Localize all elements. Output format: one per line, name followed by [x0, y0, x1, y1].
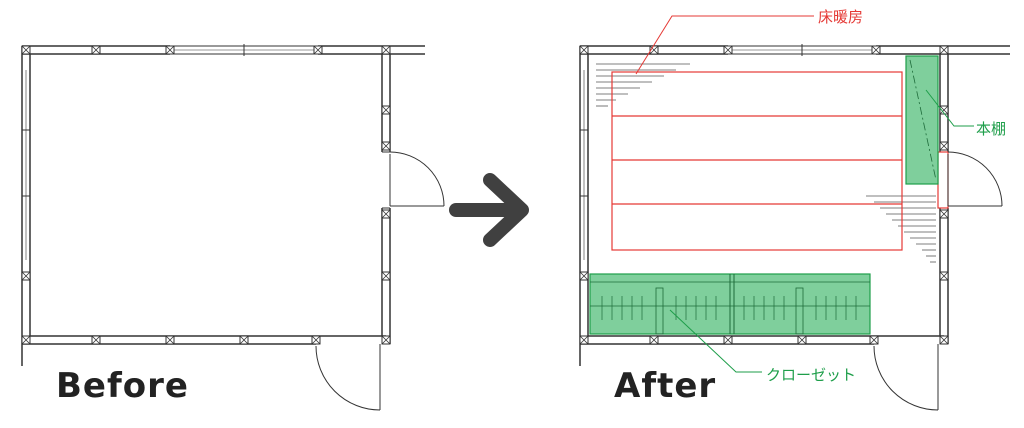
after-right-wall [939, 54, 949, 344]
before-floor-plan [21, 44, 445, 411]
before-right-door [389, 151, 445, 207]
after-floor-plan [579, 15, 1010, 411]
arrow-icon [449, 173, 529, 247]
bookshelf-label: 本棚 [976, 120, 1007, 138]
before-columns [21, 45, 391, 345]
after-bottom-door [873, 344, 939, 411]
hatch-lines-top-left [596, 63, 690, 107]
after-right-door [947, 151, 1003, 207]
after-caption: After [614, 366, 717, 406]
before-bottom-door [315, 344, 381, 411]
before-bottom-wall [22, 335, 386, 345]
closet-label: クローゼット [766, 366, 857, 384]
floor-heating-area [611, 71, 949, 251]
bookshelf-leader-line [925, 89, 974, 127]
closet [589, 273, 871, 335]
closet-leader-line [669, 309, 762, 373]
before-caption: Before [56, 366, 189, 406]
bookshelf [905, 55, 939, 185]
before-left-wall [21, 46, 31, 366]
before-right-wall [381, 54, 391, 344]
before-top-wall [22, 44, 425, 56]
hatch-lines-right [866, 195, 936, 263]
after-bottom-wall [580, 335, 944, 345]
floor-heating-label: 床暖房 [818, 8, 864, 26]
floor-heating-leader-line [635, 15, 814, 75]
after-left-wall [579, 46, 589, 366]
